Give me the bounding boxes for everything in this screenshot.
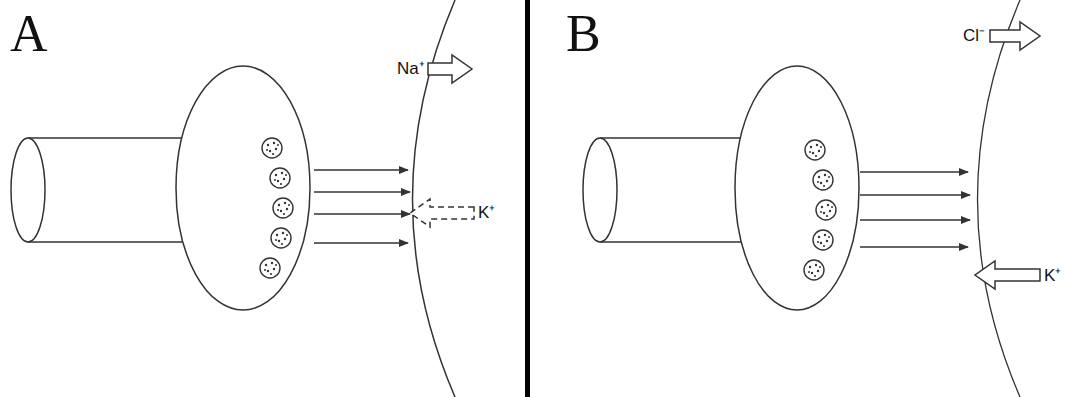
- ion-flow-arrow: [428, 55, 472, 83]
- axon-terminal: [11, 66, 310, 310]
- ion-label: Na⁺: [397, 60, 425, 77]
- axon-terminal: [583, 66, 859, 310]
- panel-divider: [525, 0, 530, 397]
- synaptic-vesicles: [804, 140, 836, 280]
- transmitter-arrows: [314, 170, 410, 243]
- ion-label: K⁺: [478, 204, 495, 221]
- ion-flow-arrow: [990, 22, 1040, 50]
- ion-label: Cl⁻: [963, 27, 985, 44]
- ion-label: K⁺: [1044, 267, 1061, 284]
- transmitter-arrows: [860, 172, 970, 247]
- postsynaptic-membrane: [978, 0, 1021, 397]
- synaptic-vesicles: [260, 138, 293, 278]
- ion-flow-arrow-dashed: [410, 199, 474, 227]
- panel-letter: B: [566, 8, 601, 60]
- ion-flow-arrow: [975, 261, 1040, 289]
- panel-letter: A: [10, 8, 48, 60]
